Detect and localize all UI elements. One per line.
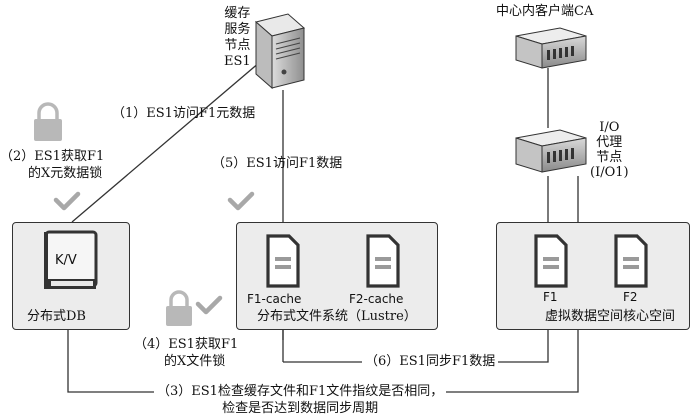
file-icon-f1-cache xyxy=(266,234,300,288)
ca-label: 中心内客户端CA xyxy=(496,4,594,19)
step-3-label: （3）ES1检查缓存文件和F1文件指纹是否相同， 检查是否达到数据同步周期 xyxy=(154,383,447,417)
book-label: K/V xyxy=(55,253,77,268)
check-icon-db xyxy=(53,191,81,211)
lock-icon-file xyxy=(166,290,192,326)
book-icon xyxy=(44,230,98,289)
step-1-label: （1）ES1访问F1元数据 xyxy=(112,106,256,121)
file-label-f2: F2 xyxy=(623,290,638,304)
check-icon-data xyxy=(227,191,255,211)
lustre-label: 分布式文件系统（Lustre） xyxy=(257,309,417,324)
check-icon-file-lock xyxy=(195,295,223,315)
rack-server-io-icon xyxy=(515,129,587,173)
lustre-box: F1-cache F2-cache 分布式文件系统（Lustre） xyxy=(236,222,438,330)
file-icon-f1 xyxy=(534,234,568,288)
file-icon-f2-cache xyxy=(366,234,400,288)
virtual-data-space-label: 虚拟数据空间核心空间 xyxy=(545,309,676,324)
step-4-label: （4）ES1获取F1 的X文件锁 xyxy=(134,337,239,369)
server-icon xyxy=(254,13,306,90)
line-es1-to-db xyxy=(71,61,261,223)
distributed-db-label: 分布式DB xyxy=(27,309,86,324)
file-label-f1: F1 xyxy=(543,290,558,304)
lock-icon-metadata xyxy=(34,102,62,141)
distributed-db-box: K/V 分布式DB xyxy=(12,222,130,330)
virtual-data-space-box: F1 F2 虚拟数据空间核心空间 xyxy=(496,222,690,330)
step-5-label: （5）ES1访问F1数据 xyxy=(212,156,343,171)
cache-server-label: 缓存 服务 节点 ES1 xyxy=(224,6,251,69)
file-icon-f2 xyxy=(614,234,648,288)
io-proxy-label: I/O 代理 节点 (I/O1) xyxy=(590,120,629,180)
rack-server-ca-icon xyxy=(515,27,587,69)
step-2-label: （2）ES1获取F1 的X元数据锁 xyxy=(0,149,105,181)
file-label-f1-cache: F1-cache xyxy=(247,292,302,306)
file-label-f2-cache: F2-cache xyxy=(349,292,404,306)
step-6-label: （6）ES1同步F1数据 xyxy=(362,354,499,370)
